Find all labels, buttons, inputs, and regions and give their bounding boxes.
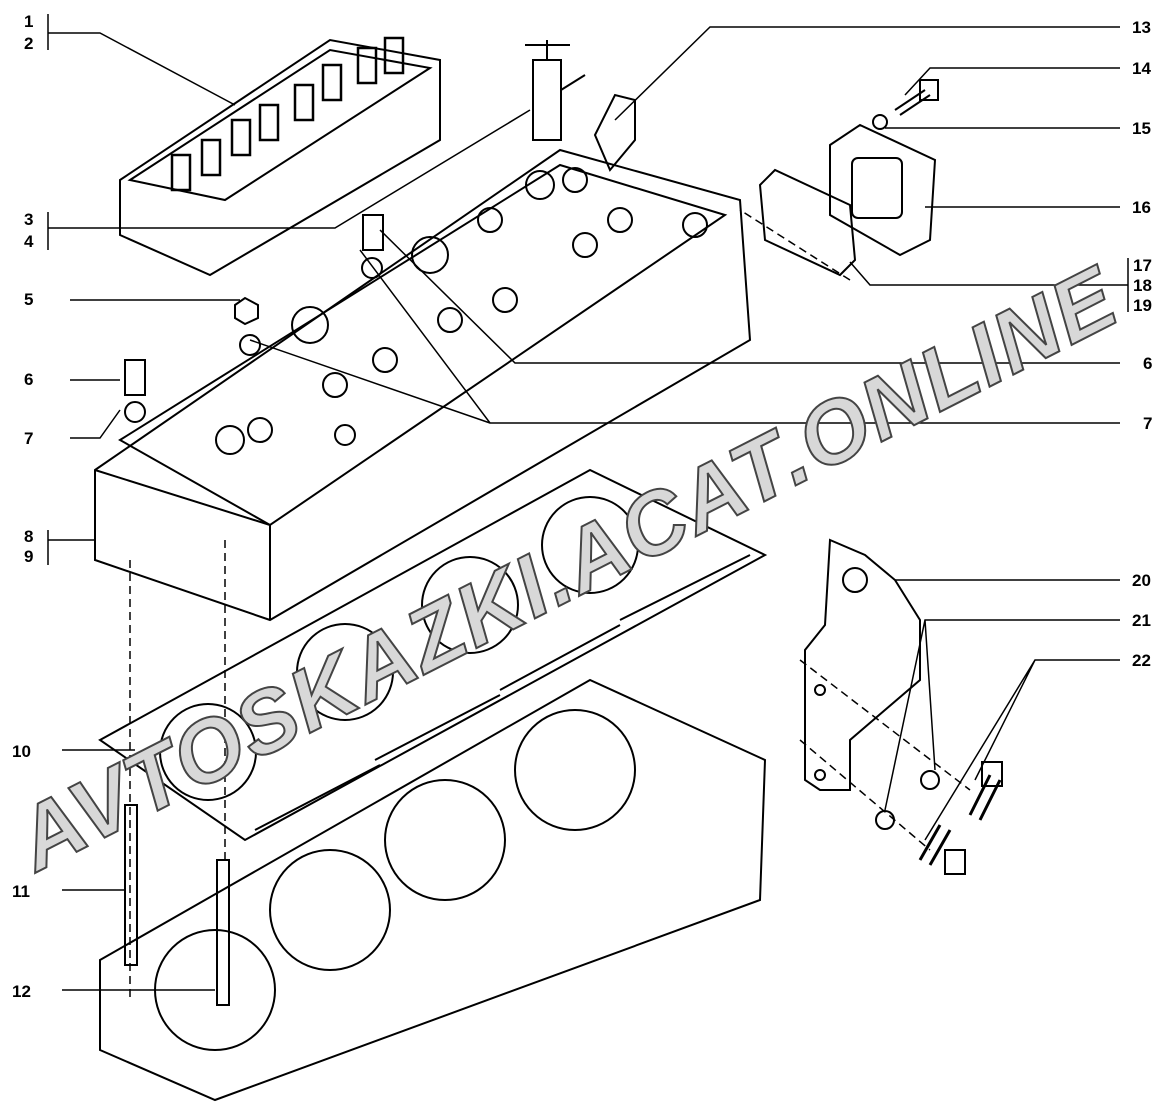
callout-21: 21 [1132,611,1151,630]
callout-7-right: 7 [1143,414,1153,433]
callout-22: 22 [1132,651,1151,670]
callout-17: 17 [1133,256,1152,275]
callout-13: 13 [1132,18,1151,37]
gasket-plate [758,168,857,277]
stud-nut-washers [124,214,384,423]
callout-18: 18 [1133,276,1152,295]
callout-11: 11 [12,882,30,901]
cylinder-block [99,678,767,1102]
callout-5: 5 [24,290,34,309]
callout-3: 3 [24,210,34,229]
callout-6: 6 [24,370,34,389]
callout-7: 7 [24,429,34,448]
callout-19: 19 [1133,296,1152,315]
injector [525,40,586,141]
callout-12: 12 [12,982,31,1001]
callout-6-right: 6 [1143,354,1153,373]
studs [124,804,230,1006]
cylinder-head [94,148,752,622]
callout-20: 20 [1132,571,1151,590]
callout-16: 16 [1132,198,1151,217]
callout-2: 2 [24,34,34,53]
leader-lines [47,14,1129,1000]
callout-4: 4 [24,232,34,251]
callout-10: 10 [12,742,31,761]
cylinder-head-upper-part [119,36,441,277]
callout-9: 9 [24,547,34,566]
callout-8: 8 [24,527,34,546]
head-gasket [98,468,768,842]
callout-1: 1 [24,12,34,31]
mounting-bracket [804,538,921,791]
callout-15: 15 [1132,119,1151,138]
washers-and-bolts [875,761,1003,875]
bolt-14-washer-15 [872,79,939,130]
callout-14: 14 [1132,59,1151,78]
exhaust-flange-plate [829,123,937,257]
